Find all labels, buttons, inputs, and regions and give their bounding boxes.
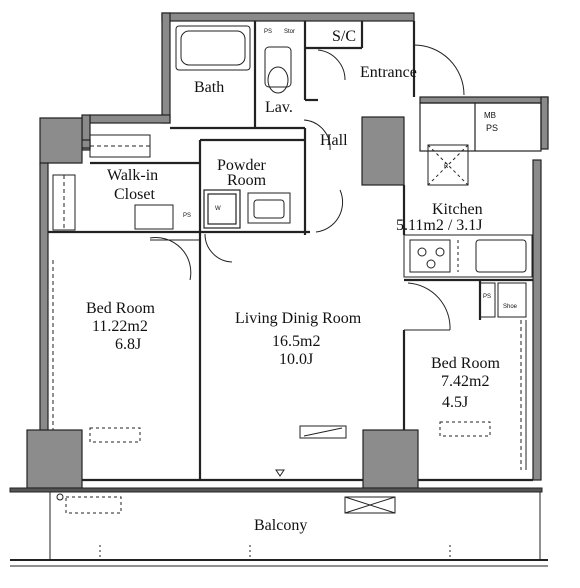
sc-label: S/C bbox=[332, 28, 356, 45]
left-bedroom-marks bbox=[52, 260, 141, 443]
left-column-corner bbox=[39, 117, 83, 164]
walkin-label-2: Closet bbox=[114, 186, 155, 203]
ps-small-label-2: PS bbox=[183, 213, 191, 219]
interior-walls bbox=[48, 21, 533, 482]
bed-right-area: 7.42m2 bbox=[441, 373, 489, 390]
bed-right-label: Bed Room bbox=[431, 355, 500, 372]
bath-label: Bath bbox=[194, 79, 224, 96]
toilet bbox=[264, 46, 292, 94]
exterior-walls bbox=[39, 12, 549, 481]
powder-label-1: Powder bbox=[217, 157, 267, 174]
entrance-label: Entrance bbox=[360, 64, 417, 81]
bed-left-j: 6.8J bbox=[115, 336, 141, 353]
stor-label: Stor bbox=[284, 29, 295, 35]
ps-small-label-1: PS bbox=[264, 29, 272, 35]
walkin-label-1: Walk-in bbox=[107, 167, 158, 184]
mb-ps-box bbox=[419, 102, 542, 152]
mb-label: MB bbox=[484, 111, 496, 120]
bed-left-label: Bed Room bbox=[86, 300, 155, 317]
ps-small-label-3: PS bbox=[483, 294, 491, 300]
bed-left-area: 11.22m2 bbox=[92, 318, 148, 335]
hall-label: Hall bbox=[320, 132, 348, 149]
kitchen-counter bbox=[403, 144, 533, 278]
washer-box bbox=[203, 189, 241, 229]
living-floor-vent bbox=[275, 425, 347, 477]
bathtub bbox=[175, 25, 251, 71]
balcony bbox=[9, 487, 548, 567]
balcony-label: Balcony bbox=[254, 517, 307, 534]
kitchen-area-label: 5.11m2 / 3.1J bbox=[396, 217, 483, 234]
closet-shelves bbox=[52, 134, 174, 231]
shoe-label: Shoe bbox=[503, 304, 518, 310]
lav-label: Lav. bbox=[265, 99, 293, 116]
kitchen-label: Kitchen bbox=[432, 201, 483, 218]
powder-label-2: Room bbox=[227, 172, 267, 189]
w-label: W bbox=[215, 206, 221, 212]
ps-main-label: PS bbox=[486, 123, 498, 133]
bed-right-j: 4.5J bbox=[442, 394, 468, 411]
living-area: 16.5m2 bbox=[272, 333, 320, 350]
living-label: Living Dinig Room bbox=[235, 310, 362, 327]
powder-basin bbox=[247, 192, 291, 224]
r-label: R bbox=[444, 164, 449, 170]
living-j: 10.0J bbox=[279, 351, 313, 368]
right-bedroom-closet bbox=[439, 282, 527, 470]
door-swings bbox=[149, 44, 465, 331]
